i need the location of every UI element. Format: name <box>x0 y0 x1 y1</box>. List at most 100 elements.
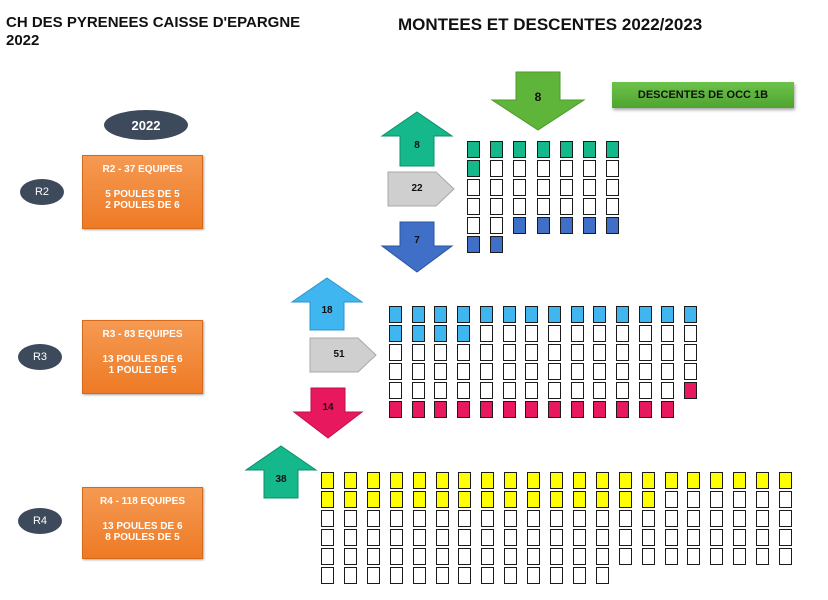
team-cell <box>344 510 357 527</box>
team-cell <box>436 510 449 527</box>
r3-down-count: 14 <box>322 402 334 413</box>
pool-column <box>560 141 573 236</box>
team-cell <box>642 491 655 508</box>
pool-column <box>412 306 425 420</box>
team-cell <box>503 382 516 399</box>
info-box-title: R3 - 83 EQUIPES <box>102 329 183 340</box>
team-cell <box>434 344 447 361</box>
occ-descent-arrow-icon <box>490 71 586 131</box>
team-cell <box>344 548 357 565</box>
team-cell <box>367 491 380 508</box>
team-cell <box>321 548 334 565</box>
team-cell <box>436 548 449 565</box>
team-cell <box>548 325 561 342</box>
team-cell <box>550 567 563 584</box>
team-cell <box>458 491 471 508</box>
r3-up-arrow-icon <box>290 277 364 331</box>
team-cell <box>661 344 674 361</box>
team-cell <box>661 363 674 380</box>
team-cell <box>480 344 493 361</box>
team-cell <box>571 325 584 342</box>
team-cell <box>436 529 449 546</box>
team-cell <box>550 529 563 546</box>
team-cell <box>687 529 700 546</box>
team-cell <box>596 510 609 527</box>
team-cell <box>710 472 723 489</box>
pool-column <box>527 472 540 586</box>
team-cell <box>412 401 425 418</box>
team-cell <box>639 401 652 418</box>
team-cell <box>527 529 540 546</box>
team-cell <box>434 306 447 323</box>
team-cell <box>389 325 402 342</box>
team-cell <box>390 529 403 546</box>
team-cell <box>616 306 629 323</box>
team-cell <box>413 548 426 565</box>
team-cell <box>573 491 586 508</box>
team-cell <box>503 363 516 380</box>
team-cell <box>593 325 606 342</box>
team-cell <box>571 401 584 418</box>
pool-column <box>550 472 563 586</box>
team-cell <box>367 529 380 546</box>
team-cell <box>733 529 746 546</box>
team-cell <box>733 472 746 489</box>
info-box-line1: 5 POULES DE 5 <box>105 189 180 200</box>
team-cell <box>639 325 652 342</box>
team-cell <box>665 548 678 565</box>
team-cell <box>616 344 629 361</box>
team-cell <box>513 217 526 234</box>
team-cell <box>367 567 380 584</box>
team-cell <box>490 236 503 253</box>
team-cell <box>665 491 678 508</box>
team-cell <box>687 472 700 489</box>
team-cell <box>525 344 538 361</box>
team-cell <box>548 363 561 380</box>
team-cell <box>537 217 550 234</box>
team-cell <box>480 363 493 380</box>
team-cell <box>756 491 769 508</box>
team-cell <box>490 160 503 177</box>
team-cell <box>467 160 480 177</box>
team-cell <box>548 382 561 399</box>
team-cell <box>583 179 596 196</box>
team-cell <box>779 472 792 489</box>
team-cell <box>560 217 573 234</box>
r2-up-count: 8 <box>414 140 420 151</box>
team-cell <box>639 363 652 380</box>
pool-column <box>571 306 584 420</box>
team-cell <box>436 472 449 489</box>
team-cell <box>596 529 609 546</box>
pool-column <box>436 472 449 586</box>
r3-stay-arrow-icon <box>309 337 377 373</box>
pool-column <box>596 472 609 586</box>
team-cell <box>480 401 493 418</box>
team-cell <box>537 141 550 158</box>
team-cell <box>548 401 561 418</box>
team-cell <box>537 160 550 177</box>
team-cell <box>436 491 449 508</box>
team-cell <box>661 325 674 342</box>
page-title-left: CH DES PYRENEES CAISSE D'EPARGNE 2022 <box>6 14 301 49</box>
team-cell <box>642 510 655 527</box>
pool-column <box>616 306 629 420</box>
team-cell <box>389 401 402 418</box>
team-cell <box>573 567 586 584</box>
team-cell <box>756 472 769 489</box>
team-cell <box>481 472 494 489</box>
team-cell <box>661 382 674 399</box>
team-cell <box>513 179 526 196</box>
team-cell <box>733 491 746 508</box>
team-cell <box>616 401 629 418</box>
team-cell <box>458 472 471 489</box>
level-pill-r2: R2 <box>20 179 64 205</box>
team-cell <box>573 472 586 489</box>
pool-column <box>684 306 697 401</box>
pool-column <box>481 472 494 586</box>
team-cell <box>389 306 402 323</box>
info-box-line2: 8 POULES DE 5 <box>105 532 180 543</box>
team-cell <box>616 382 629 399</box>
team-cell <box>503 344 516 361</box>
team-cell <box>490 198 503 215</box>
team-cell <box>606 179 619 196</box>
